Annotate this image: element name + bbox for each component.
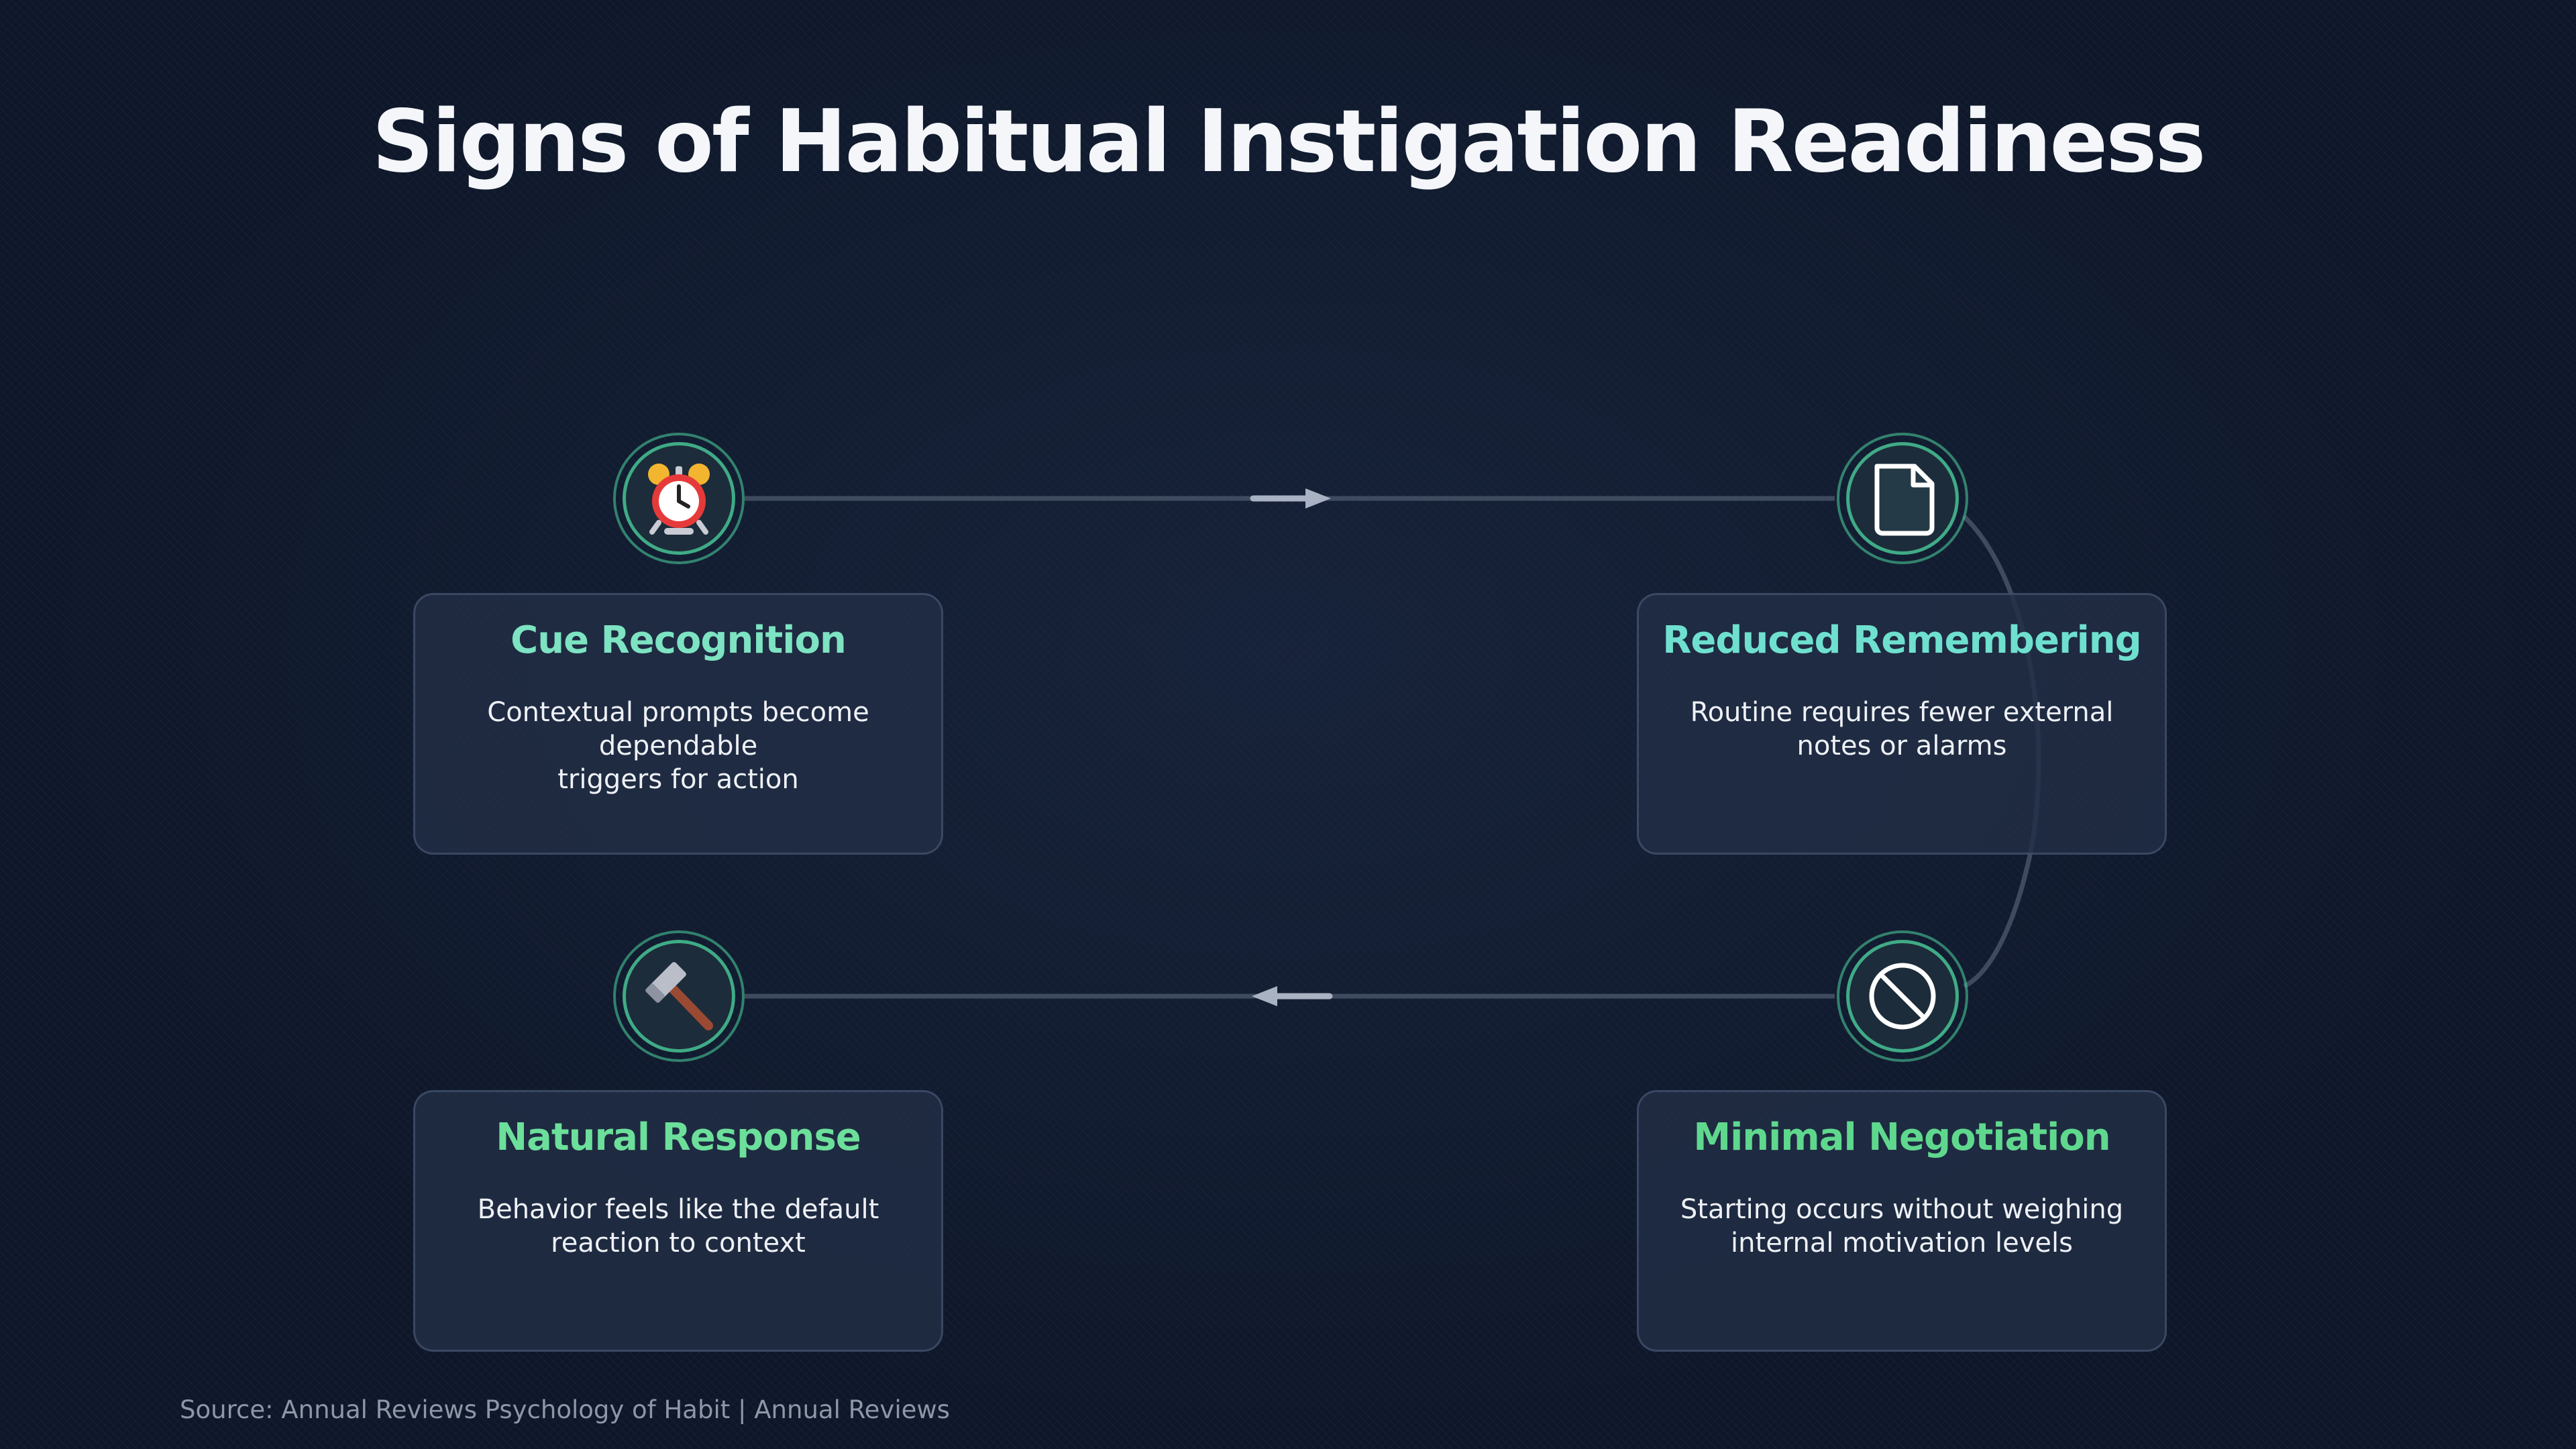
- hammer-icon: [645, 962, 713, 1030]
- step-card-3: Minimal Negotiation Starting occurs with…: [1637, 1090, 2167, 1352]
- alarm-clock-icon: [648, 464, 710, 535]
- step-card-1: Cue Recognition Contextual prompts becom…: [413, 593, 943, 855]
- step-1-icon-circle: [613, 433, 745, 564]
- step-4-description: Behavior feels like the default reaction…: [477, 1194, 879, 1258]
- step-1-description: Contextual prompts become dependable tri…: [487, 697, 869, 795]
- step-1-title: Cue Recognition: [511, 619, 847, 662]
- step-2-description: Routine requires fewer external notes or…: [1690, 697, 2114, 761]
- step-2-icon-circle: [1837, 433, 1968, 564]
- page-title: Signs of Habitual Instigation Readiness: [372, 92, 2206, 192]
- source-caption: Source: Annual Reviews Psychology of Hab…: [180, 1395, 950, 1424]
- arrow-right-icon: [1250, 488, 1331, 508]
- document-icon: [1874, 464, 1935, 536]
- prohibited-icon: [1869, 963, 1936, 1030]
- step-3-description: Starting occurs without weighing interna…: [1680, 1194, 2124, 1258]
- step-2-title: Reduced Remembering: [1662, 619, 2141, 662]
- step-3-icon-circle: [1837, 930, 1968, 1062]
- step-4-title: Natural Response: [496, 1116, 861, 1159]
- step-card-2: Reduced Remembering Routine requires few…: [1637, 593, 2167, 855]
- arrow-left-icon: [1252, 986, 1333, 1006]
- step-4-icon-circle: [613, 930, 745, 1062]
- step-3-title: Minimal Negotiation: [1693, 1116, 2110, 1159]
- step-card-4: Natural Response Behavior feels like the…: [413, 1090, 943, 1352]
